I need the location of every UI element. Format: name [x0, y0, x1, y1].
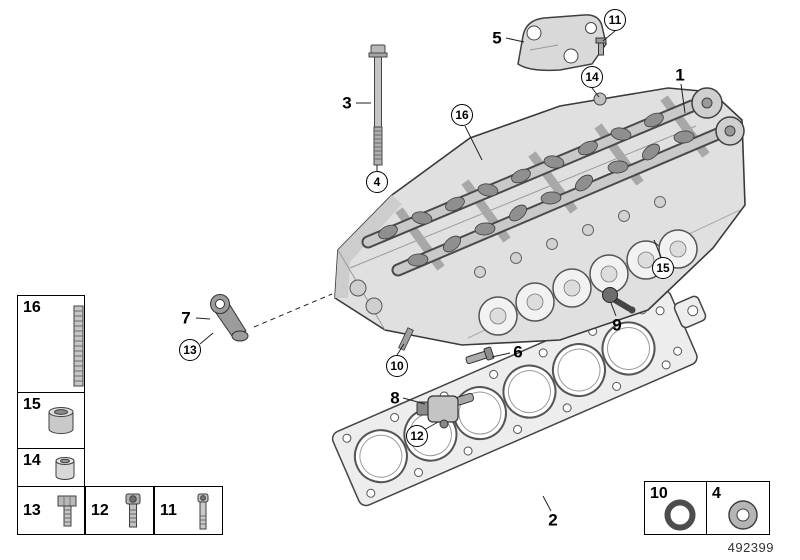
legend-label-11: 11	[160, 502, 177, 519]
callout-10[interactable]: 10	[386, 355, 408, 377]
legend-box-12[interactable]: 12	[85, 486, 154, 535]
lifting-bracket	[517, 14, 607, 72]
dowel-sleeve-icon	[48, 407, 74, 434]
legend-label-14: 14	[23, 451, 41, 469]
callout-16[interactable]: 16	[451, 104, 473, 126]
legend-box-13[interactable]: 13	[17, 486, 85, 535]
callout-7[interactable]: 7	[181, 308, 191, 328]
stud-icon	[73, 305, 84, 387]
hex-bolt-icon	[57, 495, 77, 527]
legend-box-15[interactable]: 15	[17, 392, 85, 449]
o-ring-icon	[664, 499, 696, 531]
image-number: 492399	[727, 540, 774, 555]
callout-9[interactable]: 9	[612, 315, 622, 335]
callout-2[interactable]: 2	[548, 510, 558, 530]
callout-11[interactable]: 11	[604, 9, 626, 31]
callout-14[interactable]: 14	[581, 66, 603, 88]
holder-bracket	[210, 294, 249, 342]
socket-head-screw-icon	[125, 493, 141, 528]
valve-springs	[474, 196, 666, 278]
legend-label-4: 4	[712, 485, 721, 502]
legend-label-16: 16	[23, 299, 41, 316]
callout-8[interactable]: 8	[390, 388, 400, 408]
callout-13[interactable]: 13	[179, 339, 201, 361]
combustion-chambers	[478, 229, 698, 336]
legend-box-4[interactable]: 4	[706, 481, 770, 535]
head-bolt	[368, 44, 388, 166]
washer-icon	[728, 500, 758, 530]
callout-3[interactable]: 3	[342, 93, 352, 113]
callout-5[interactable]: 5	[492, 28, 502, 48]
callout-15[interactable]: 15	[652, 257, 674, 279]
cylinder-head	[334, 87, 746, 346]
legend-label-15: 15	[23, 396, 41, 413]
legend-label-12: 12	[91, 502, 109, 519]
legend-box-14[interactable]: 14	[17, 447, 85, 488]
callout-4[interactable]: 4	[366, 171, 388, 193]
callout-1[interactable]: 1	[675, 65, 685, 85]
legend-label-13: 13	[23, 502, 41, 519]
vanos-solenoid	[416, 392, 475, 429]
camshafts	[361, 87, 745, 277]
callout-6[interactable]: 6	[513, 342, 523, 362]
head-gasket	[331, 289, 707, 507]
legend-box-10[interactable]: 10	[644, 481, 708, 535]
legend-box-11[interactable]: 11	[154, 486, 223, 535]
cylinder-screw-icon	[197, 493, 209, 530]
leader-lines	[195, 30, 686, 512]
legend-box-16[interactable]: 16	[17, 295, 85, 394]
camshaft-sensor	[602, 287, 636, 314]
plug-screw	[465, 346, 495, 365]
sleeve-icon	[55, 456, 75, 480]
callout-12[interactable]: 12	[406, 425, 428, 447]
legend-label-10: 10	[650, 485, 668, 502]
